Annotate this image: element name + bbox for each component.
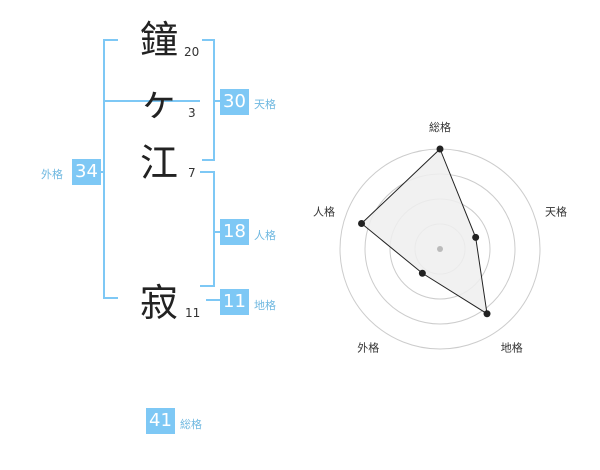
radar-axis-label-2: 天格: [545, 204, 567, 218]
gaikaku-value: 34: [72, 159, 101, 185]
gaikaku-bracket: [103, 39, 118, 299]
radar-axis-label-4: 外格: [357, 341, 379, 355]
radar-polygon: [360, 148, 488, 315]
radar-axis-label-3: 地格: [501, 341, 523, 355]
radar-axis-label-5: 人格: [313, 204, 335, 218]
stroke-count-1: 20: [184, 45, 200, 59]
soukaku-value: 41: [146, 408, 175, 434]
name-char-2: ヶ: [140, 80, 179, 124]
radar-point-4: [418, 269, 426, 277]
stroke-count-2: 3: [188, 106, 196, 120]
tenkaku-label: 天格: [254, 98, 276, 111]
name-char-1: 鐘: [140, 18, 179, 62]
name-char-3: 江: [140, 141, 179, 185]
name-char-4: 寂: [140, 281, 179, 325]
jinkaku-bracket-right: [200, 171, 215, 287]
radar-point-5: [358, 220, 366, 228]
radar-axis-label-1: 総格: [429, 120, 451, 134]
stroke-count-4: 11: [185, 306, 201, 320]
soukaku-label: 総格: [180, 418, 202, 431]
radar-point-3: [483, 310, 491, 318]
jinkaku-label: 人格: [254, 229, 276, 242]
radar-center-dot: [437, 246, 443, 252]
radar-point-2: [472, 233, 480, 241]
chikaku-value: 11: [220, 289, 249, 315]
gaikaku-label: 外格: [41, 168, 63, 181]
radar-point-1: [436, 145, 444, 153]
jinkaku-value: 18: [220, 219, 249, 245]
tenkaku-value: 30: [220, 89, 249, 115]
stroke-count-3: 7: [188, 166, 196, 180]
chikaku-label: 地格: [254, 299, 276, 312]
